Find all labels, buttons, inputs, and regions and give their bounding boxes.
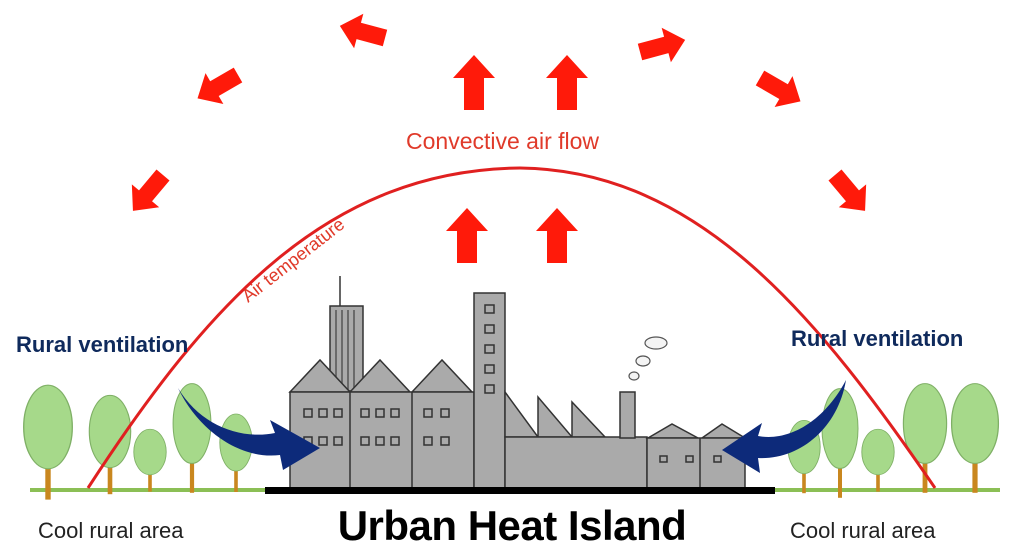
- diagram-title: Urban Heat Island: [337, 502, 687, 549]
- tree-icon: [23, 383, 253, 501]
- wind-arrow-icon: [178, 388, 320, 470]
- rural-ventilation-left-label: Rural ventilation: [16, 332, 189, 357]
- rural-ventilation-right-label: Rural ventilation: [791, 326, 964, 351]
- wind-arrow-icon: [722, 380, 846, 473]
- cool-rural-area-left-label: Cool rural area: [38, 518, 184, 543]
- factory-icon: [288, 276, 748, 489]
- smoke-cloud-icon: [628, 336, 668, 381]
- cool-rural-area-right-label: Cool rural area: [790, 518, 936, 543]
- convective-air-flow-label: Convective air flow: [406, 128, 600, 154]
- tree-icon: [787, 382, 1000, 499]
- air-temperature-curve: [86, 166, 937, 489]
- urban-ground: [265, 487, 775, 494]
- air-temperature-label: Air temperature: [238, 214, 348, 306]
